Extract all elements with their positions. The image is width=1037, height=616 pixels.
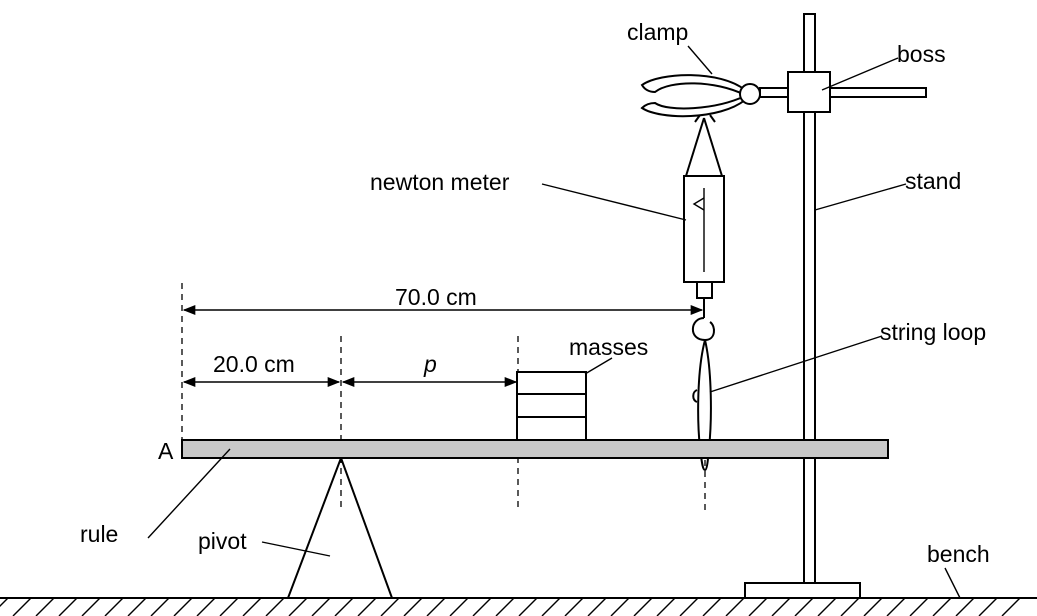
rule — [181, 439, 889, 459]
leader-boss — [821, 57, 899, 91]
label-rule: rule — [80, 521, 118, 547]
label-point-a: A — [158, 438, 174, 464]
hatch-line — [633, 597, 653, 616]
label-string-loop: string loop — [880, 319, 986, 345]
boss — [759, 71, 927, 113]
label-newton-meter: newton meter — [370, 169, 510, 195]
newton-meter — [683, 117, 725, 342]
hatch-line — [656, 597, 676, 616]
hatch-line — [150, 597, 170, 616]
label-boss: boss — [897, 41, 946, 67]
hatch-line — [909, 597, 929, 616]
hatch-line — [518, 597, 538, 616]
label-bench: bench — [927, 541, 990, 567]
hatch-line — [449, 597, 469, 616]
hatch-line — [840, 597, 860, 616]
hatch-line — [380, 597, 400, 616]
stand — [744, 13, 861, 599]
hatch-line — [311, 597, 331, 616]
leader-pivot — [261, 541, 331, 557]
hatch-line — [12, 597, 32, 616]
hatch-line — [748, 597, 768, 616]
leader-string-loop — [709, 335, 883, 393]
hatch-line — [771, 597, 791, 616]
masses — [516, 371, 587, 441]
string-loop — [692, 339, 712, 472]
hatch-line — [932, 597, 952, 616]
label-masses: masses — [569, 334, 648, 360]
hatch-line — [564, 597, 584, 616]
hatch-line — [587, 597, 607, 616]
hatch-line — [288, 597, 308, 616]
hatch-line — [955, 597, 975, 616]
leader-clamp — [687, 45, 713, 75]
hatch-line — [58, 597, 78, 616]
hatch-line — [495, 597, 515, 616]
hatch-line — [863, 597, 883, 616]
hatch-line — [725, 597, 745, 616]
hatch-line — [173, 597, 193, 616]
hatch-line — [127, 597, 147, 616]
hatch-line — [541, 597, 561, 616]
label-stand: stand — [905, 168, 961, 194]
leader-bench — [944, 567, 961, 599]
hatch-line — [242, 597, 262, 616]
hatch-line — [403, 597, 423, 616]
hatch-line — [610, 597, 630, 616]
leader-stand — [814, 183, 907, 211]
label-pivot-distance: 20.0 cm — [213, 351, 295, 377]
hatch-line — [794, 597, 814, 616]
hatch-line — [35, 597, 55, 616]
hatch-line — [472, 597, 492, 616]
hatch-line — [196, 597, 216, 616]
hatch-line — [0, 597, 9, 607]
hatch-line — [219, 597, 239, 616]
label-total-distance: 70.0 cm — [395, 284, 477, 310]
leader-newton-meter — [541, 183, 687, 221]
hatch-line — [81, 597, 101, 616]
bench-hatching — [0, 597, 1021, 616]
hatch-line — [334, 597, 354, 616]
hatch-line — [1001, 597, 1021, 616]
hatch-line — [357, 597, 377, 616]
bench — [0, 597, 1037, 616]
hatch-line — [886, 597, 906, 616]
label-pivot: pivot — [198, 528, 247, 554]
leader-masses — [584, 357, 613, 375]
label-clamp: clamp — [627, 19, 688, 45]
pivot — [287, 457, 393, 599]
label-p: p — [423, 351, 437, 377]
hatch-line — [104, 597, 124, 616]
hatch-line — [817, 597, 837, 616]
hatch-line — [978, 597, 998, 616]
leader-rule — [147, 448, 231, 539]
clamp — [640, 74, 761, 123]
hatch-line — [702, 597, 722, 616]
hatch-line — [265, 597, 285, 616]
hatch-line — [426, 597, 446, 616]
hatch-line — [679, 597, 699, 616]
